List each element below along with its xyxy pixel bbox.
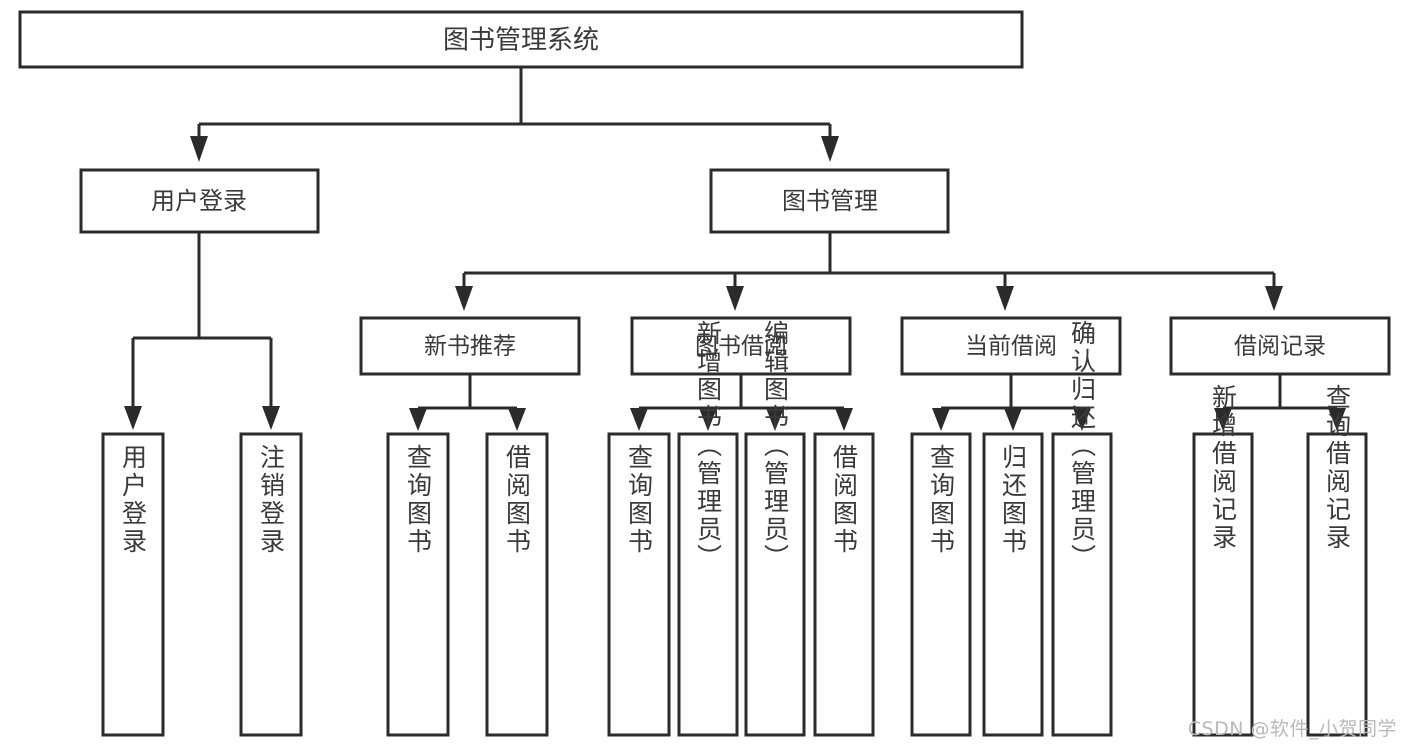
node-leaf-add-book-label: 新增图书（管理员） — [694, 320, 723, 572]
node-leaf-confirm-return[interactable]: 确认归还（管理员） — [1051, 320, 1113, 737]
arrow-head-leaf-logout — [262, 406, 280, 430]
node-book-borrow-label: 图书借阅 — [695, 334, 787, 360]
node-borrow-record-label: 借阅记录 — [1234, 334, 1326, 360]
node-leaf-query-book-recommend-box[interactable] — [386, 432, 450, 737]
node-leaf-edit-book-label: 编辑图书（管理员） — [761, 320, 790, 572]
arrow-head-leaf-add-borrow-record — [1214, 408, 1232, 431]
node-leaf-add-borrow-record[interactable]: 新增借阅记录 — [1192, 384, 1254, 737]
arrow-head-current-borrow — [996, 286, 1014, 311]
node-book-management-label: 图书管理 — [782, 187, 878, 215]
arrow-head-leaf-borrow-book — [835, 408, 853, 431]
node-user-login-box[interactable] — [79, 168, 320, 234]
arrow-head-leaf-borrow-book-recommend — [508, 408, 526, 431]
arrow-head-book-borrow — [726, 286, 744, 311]
node-root-box[interactable] — [18, 10, 1024, 69]
node-leaf-confirm-return-box[interactable] — [1051, 432, 1113, 737]
connector-group-current-borrow-to-leaves — [932, 374, 1091, 431]
arrow-head-leaf-query-borrow-record — [1328, 408, 1346, 431]
node-book-borrow[interactable]: 图书借阅 — [630, 316, 852, 376]
node-book-management-box[interactable] — [709, 168, 950, 234]
node-leaf-logout-label: 注销登录 — [257, 444, 286, 556]
arrow-head-leaf-confirm-return — [1073, 408, 1091, 431]
node-leaf-add-book-box[interactable] — [677, 432, 739, 737]
arrow-head-user-login — [190, 136, 208, 162]
node-leaf-borrow-book-label: 借阅图书 — [830, 444, 859, 556]
node-borrow-record[interactable]: 借阅记录 — [1169, 316, 1391, 376]
node-leaf-add-book[interactable]: 新增图书（管理员） — [677, 320, 739, 737]
node-leaf-query-borrow-record[interactable]: 查询借阅记录 — [1306, 384, 1368, 737]
node-leaf-query-book-current[interactable]: 查询图书 — [910, 432, 972, 737]
node-current-borrow-label: 当前借阅 — [965, 334, 1057, 360]
node-leaf-borrow-book-recommend-label: 借阅图书 — [503, 444, 532, 556]
node-leaf-query-book-borrow-label: 查询图书 — [625, 444, 654, 556]
arrow-head-new-book-recommend — [455, 286, 473, 311]
node-leaf-edit-book-box[interactable] — [744, 432, 806, 737]
node-user-login-label: 用户登录 — [151, 187, 247, 215]
node-leaf-query-borrow-record-label: 查询借阅记录 — [1323, 384, 1352, 552]
csdn-watermark: CSDN @软件_小贺同学 — [1187, 718, 1397, 740]
arrow-head-leaf-return-book — [1004, 408, 1022, 431]
node-leaf-query-book-current-box[interactable] — [910, 432, 972, 737]
node-leaf-query-book-current-label: 查询图书 — [927, 444, 956, 556]
arrow-head-leaf-user-login — [124, 406, 142, 430]
connector-group-root-to-level2 — [190, 67, 839, 162]
node-current-borrow[interactable]: 当前借阅 — [900, 316, 1122, 376]
arrow-head-book-management — [821, 136, 839, 162]
node-leaf-borrow-book-box[interactable] — [813, 432, 875, 737]
node-leaf-add-borrow-record-label: 新增借阅记录 — [1209, 384, 1238, 552]
node-leaf-user-login-box[interactable] — [101, 432, 165, 737]
connector-group-borrow-record-to-leaves — [1214, 374, 1346, 431]
connector-group-user-login-to-leaves — [124, 232, 280, 430]
connector-group-new-book-recommend-to-leaves — [409, 374, 526, 431]
connector-group-book-borrow-to-leaves — [630, 374, 853, 431]
node-new-book-recommend[interactable]: 新书推荐 — [359, 316, 581, 376]
node-root[interactable]: 图书管理系统 — [18, 10, 1024, 69]
node-book-management[interactable]: 图书管理 — [709, 168, 950, 234]
node-leaf-query-book-borrow[interactable]: 查询图书 — [607, 432, 671, 737]
arrow-head-leaf-query-book-recommend — [409, 408, 427, 431]
arrow-head-leaf-query-book-current — [932, 408, 950, 431]
node-leaf-return-book[interactable]: 归还图书 — [982, 432, 1044, 737]
node-user-login[interactable]: 用户登录 — [79, 168, 320, 234]
connector-group-book-management-to-level3 — [455, 232, 1283, 311]
arrow-head-leaf-query-book-borrow — [630, 408, 648, 431]
node-leaf-add-borrow-record-box[interactable] — [1192, 432, 1254, 737]
node-leaf-query-borrow-record-box[interactable] — [1306, 432, 1368, 737]
node-leaf-borrow-book-recommend-box[interactable] — [485, 432, 549, 737]
node-leaf-user-login[interactable]: 用户登录 — [101, 432, 165, 737]
node-leaf-logout[interactable]: 注销登录 — [239, 432, 303, 737]
node-new-book-recommend-label: 新书推荐 — [424, 334, 516, 360]
arrow-head-leaf-add-book — [699, 408, 717, 431]
arrow-head-leaf-edit-book — [766, 408, 784, 431]
node-root-label: 图书管理系统 — [443, 26, 599, 56]
node-borrow-record-box[interactable] — [1169, 316, 1391, 376]
node-leaf-query-book-borrow-box[interactable] — [607, 432, 671, 737]
node-leaf-borrow-book[interactable]: 借阅图书 — [813, 432, 875, 737]
node-leaf-confirm-return-label: 确认归还（管理员） — [1068, 320, 1097, 572]
node-leaf-query-book-recommend-label: 查询图书 — [404, 444, 433, 556]
node-leaf-edit-book[interactable]: 编辑图书（管理员） — [744, 320, 806, 737]
node-leaf-return-book-label: 归还图书 — [999, 444, 1028, 556]
node-leaf-logout-box[interactable] — [239, 432, 303, 737]
arrow-head-borrow-record — [1265, 286, 1283, 311]
node-current-borrow-box[interactable] — [900, 316, 1122, 376]
node-leaf-borrow-book-recommend[interactable]: 借阅图书 — [485, 432, 549, 737]
node-book-borrow-box[interactable] — [630, 316, 852, 376]
node-leaf-query-book-recommend[interactable]: 查询图书 — [386, 432, 450, 737]
node-new-book-recommend-box[interactable] — [359, 316, 581, 376]
node-leaf-user-login-label: 用户登录 — [119, 444, 148, 556]
node-leaf-return-book-box[interactable] — [982, 432, 1044, 737]
